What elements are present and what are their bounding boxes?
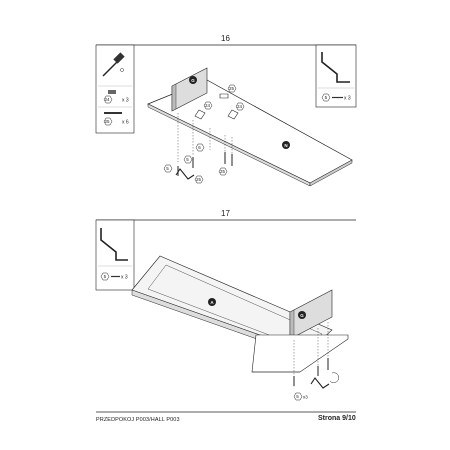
label-G-17: G <box>300 313 304 318</box>
step-17-number: 17 <box>221 209 230 218</box>
label-G: G <box>191 78 195 83</box>
allen-key-icon <box>100 228 128 261</box>
tool-box: 5 x 3 <box>315 44 357 108</box>
tool-box: 5 x 3 <box>95 219 135 291</box>
panel-G <box>289 289 333 340</box>
callout-6: 6 <box>198 145 201 150</box>
tool-5-qty-17: x 3 <box>121 275 128 281</box>
callout-5-a: 5 <box>186 157 189 162</box>
callout-qty-17: x3 <box>303 395 308 400</box>
screw-icon: 25 x 6 <box>103 112 129 126</box>
label-A: A <box>210 300 214 305</box>
model-name: PRZEDPOKOJ P003/HALL P003 <box>96 417 180 423</box>
page-number: Strona 9/10 <box>318 415 356 422</box>
callout-5-b: 5 <box>166 166 169 171</box>
part-25-qty: x 6 <box>122 120 129 126</box>
tool-5-id-17: 5 <box>104 274 107 279</box>
cam-fittings <box>194 93 239 120</box>
label-N: N <box>284 143 287 148</box>
callout-25-c: 25 <box>220 169 226 174</box>
callout-25-b: 25 <box>196 177 202 182</box>
part-24-qty: x 3 <box>122 98 129 104</box>
parts-box: 24 x 3 25 x 6 <box>95 44 135 134</box>
part-24-id: 24 <box>105 97 111 102</box>
callout-25-a: 25 <box>229 86 235 91</box>
allen-key-icon <box>310 377 330 389</box>
step-16-number: 16 <box>221 34 230 43</box>
callout-24-b: 24 <box>237 104 243 109</box>
panel-N <box>147 79 353 187</box>
part-callouts: 24 25 24 5 6 25 25 5 <box>163 84 245 184</box>
tool-5-qty: x 3 <box>344 96 351 102</box>
hexagon-part-icon: 24 x 3 <box>103 90 129 104</box>
part-25-id: 25 <box>105 119 111 124</box>
callout-24-a: 24 <box>205 103 211 108</box>
rotate-arrow-icon <box>329 372 339 383</box>
panel-G <box>171 67 208 112</box>
screws <box>293 358 329 386</box>
screwdriver-icon <box>102 52 125 77</box>
callout-5-17: 5 <box>296 394 299 399</box>
allen-key-icon <box>175 168 195 180</box>
panel-base <box>251 334 349 373</box>
screws <box>177 152 233 176</box>
tool-5-id: 5 <box>325 95 328 100</box>
allen-key-icon <box>321 52 350 83</box>
